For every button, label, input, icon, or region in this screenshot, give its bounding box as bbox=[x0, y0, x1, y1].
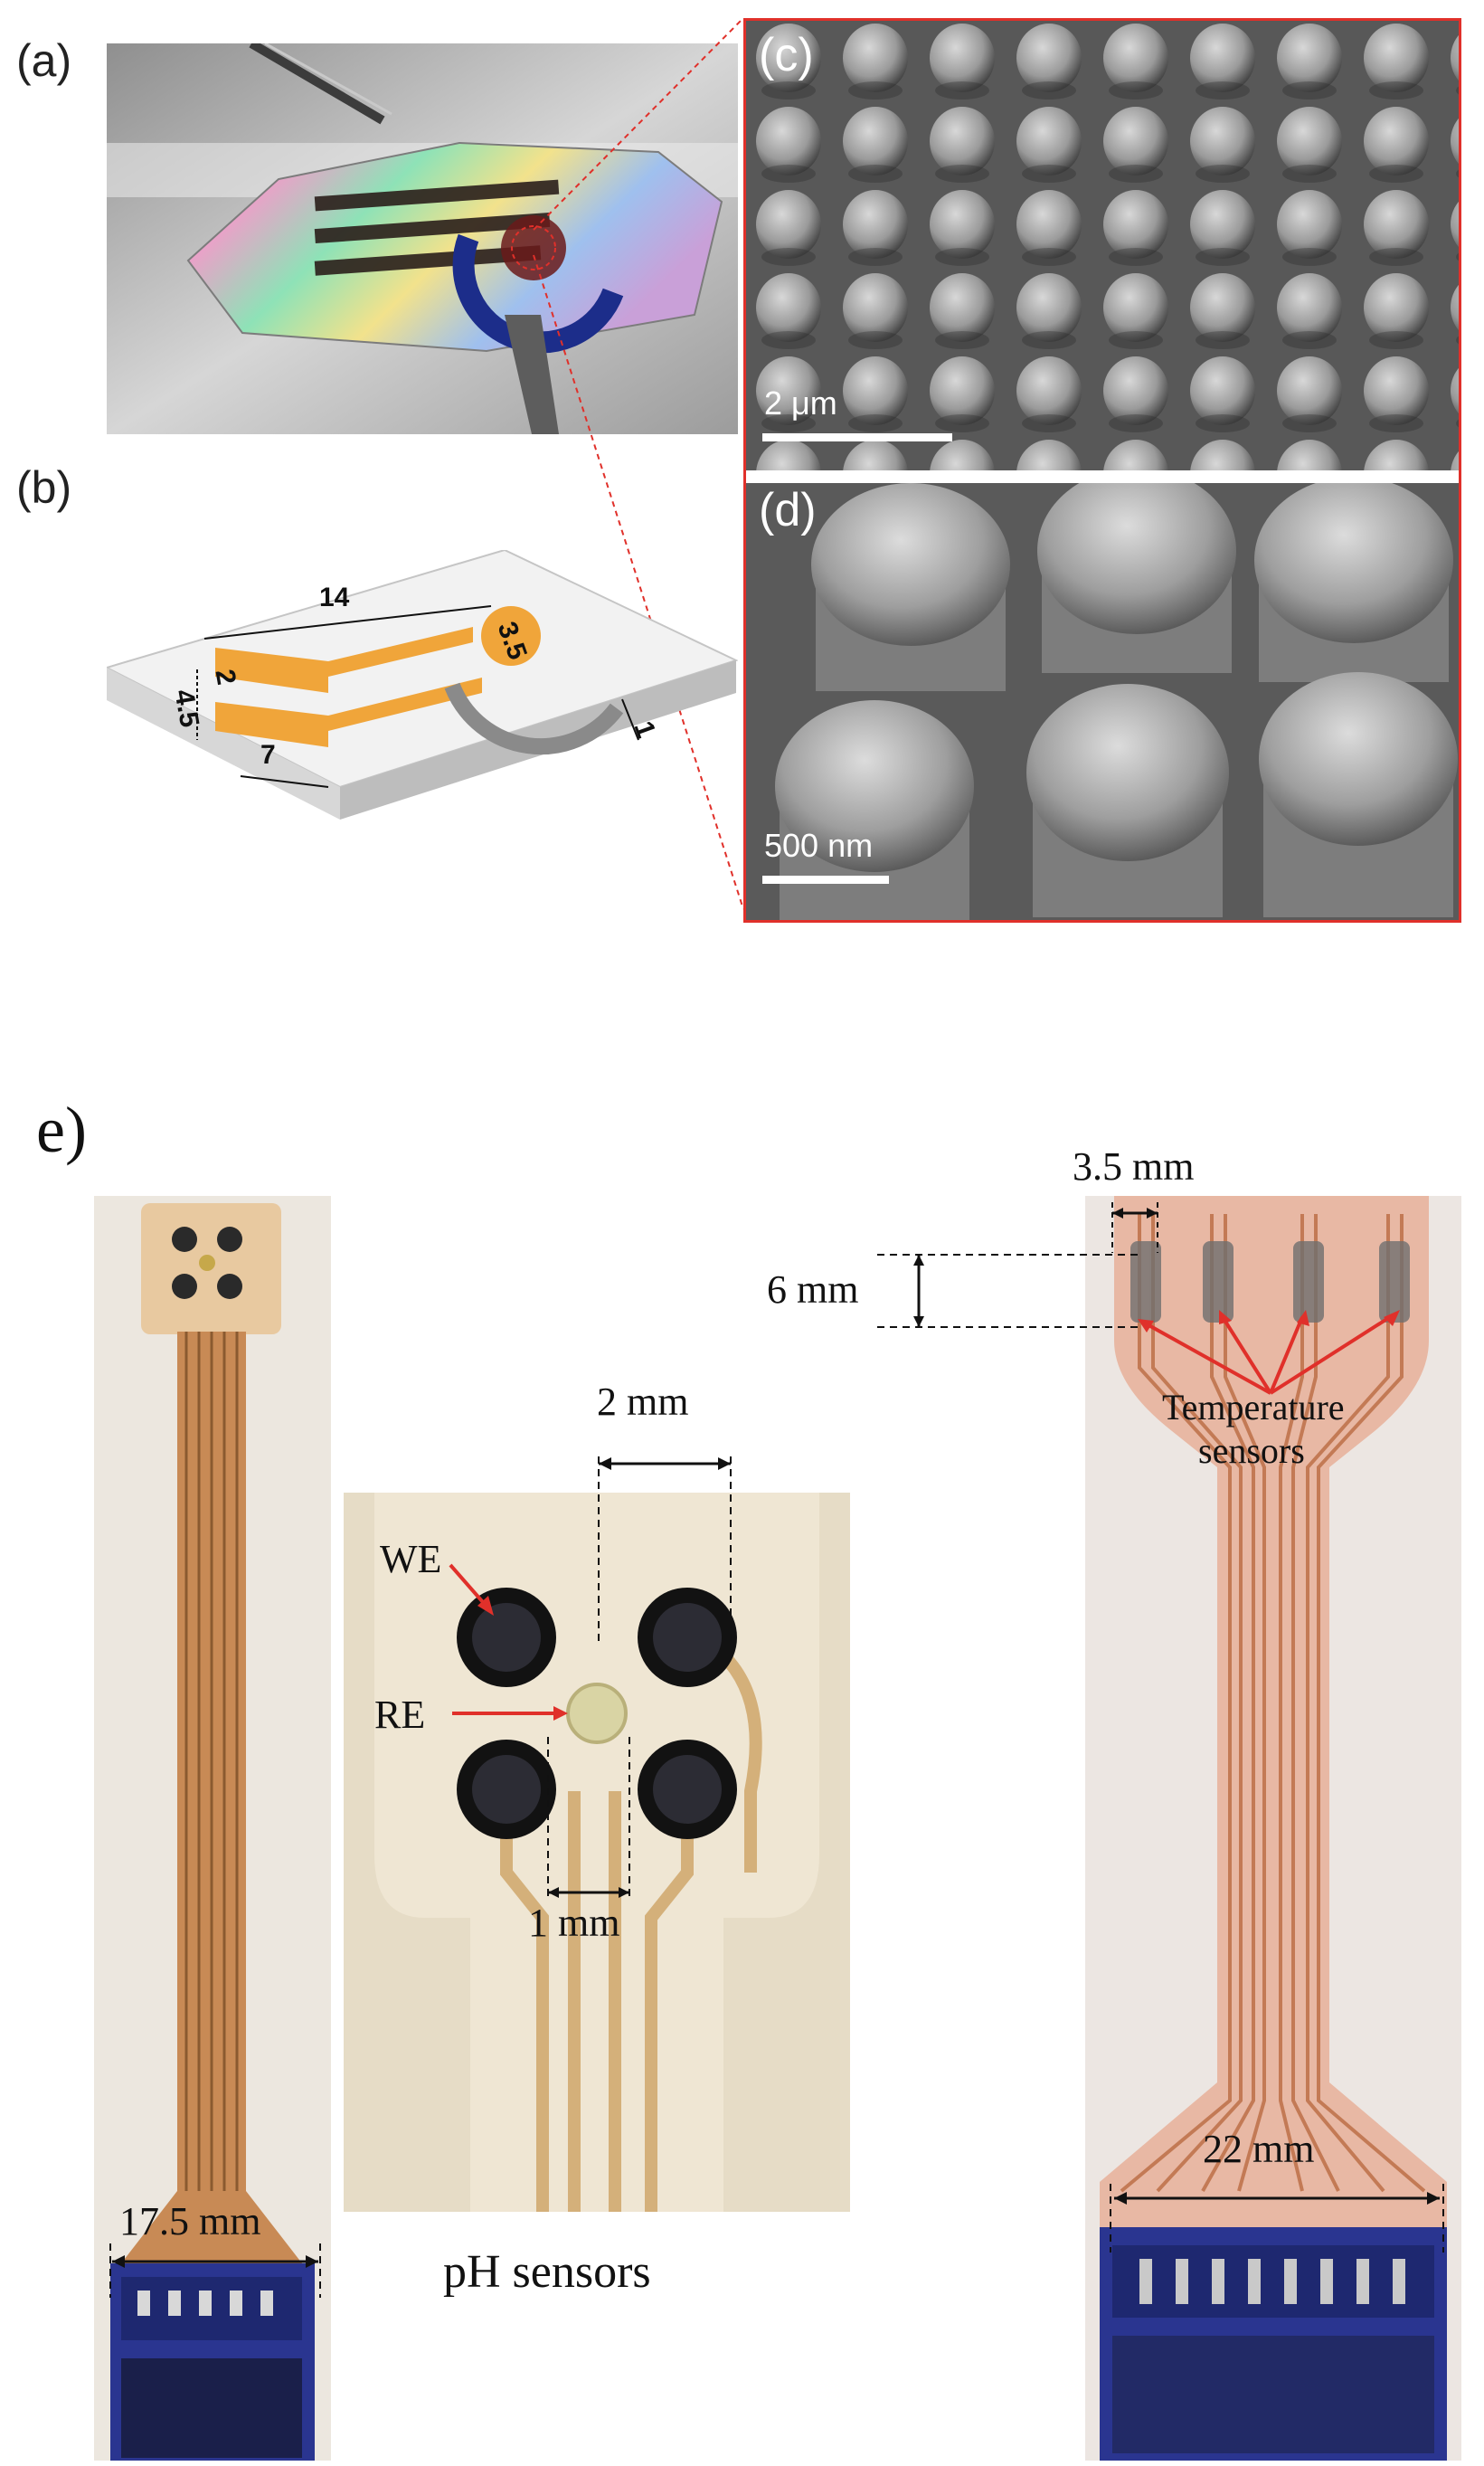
temp-total-width-label: 22 mm bbox=[1203, 2127, 1315, 2171]
panel-d-sem: (d) 500 nm bbox=[743, 483, 1461, 923]
dim-4-5: 4.5 bbox=[168, 688, 204, 730]
panel-e-label: e) bbox=[36, 1094, 87, 1166]
panel-b-label: (b) bbox=[16, 462, 72, 513]
we-label: WE bbox=[380, 1537, 442, 1581]
panel-divider bbox=[743, 470, 1461, 483]
temp-width-label: 3.5 mm bbox=[1073, 1144, 1195, 1189]
panel-a-photo bbox=[107, 43, 738, 434]
panel-c-label: (c) bbox=[759, 29, 814, 81]
ph-diameter-dimension bbox=[547, 1737, 630, 1900]
ph-sensors-caption: pH sensors bbox=[443, 2246, 651, 2298]
temp-flex-sensor-photo bbox=[1085, 1196, 1461, 2461]
ph-sensor-photo bbox=[344, 1493, 850, 2212]
temp-dimensions bbox=[877, 1202, 1158, 1328]
zoom-connector-lines bbox=[533, 18, 744, 910]
dim-2: 2 bbox=[210, 667, 241, 687]
panel-a-label: (a) bbox=[16, 35, 72, 86]
panel-d-label: (d) bbox=[759, 484, 817, 536]
temp-height-label: 6 mm bbox=[767, 1267, 859, 1312]
left-flex-sensor-photo bbox=[94, 1196, 331, 2461]
ph-diameter-label: 1 mm bbox=[528, 1901, 620, 1945]
temp-arrows bbox=[1138, 1310, 1400, 1395]
panel-c-scale-bar bbox=[762, 433, 952, 441]
temp-sensors-label-line1: Temperature bbox=[1162, 1387, 1345, 1427]
ph-spacing-label: 2 mm bbox=[597, 1380, 689, 1424]
temp-total-width-dimension bbox=[1110, 2184, 1444, 2253]
re-label: RE bbox=[374, 1693, 426, 1737]
panel-d-scale-bar bbox=[762, 876, 889, 884]
left-width-dimension bbox=[109, 2243, 321, 2298]
dim-14: 14 bbox=[319, 583, 350, 612]
panel-d-scale-text: 500 nm bbox=[764, 827, 874, 864]
ph-spacing-dimension bbox=[598, 1456, 732, 1646]
panel-c-sem: (c) 2 μm bbox=[743, 18, 1461, 470]
temp-sensors-label-line2: sensors bbox=[1198, 1430, 1305, 1471]
left-width-label: 17.5 mm bbox=[119, 2199, 261, 2243]
dim-7: 7 bbox=[260, 740, 276, 770]
panel-b-schematic: 14 3.5 2 4.5 7 1 bbox=[107, 550, 738, 820]
panel-c-scale-text: 2 μm bbox=[764, 384, 837, 422]
